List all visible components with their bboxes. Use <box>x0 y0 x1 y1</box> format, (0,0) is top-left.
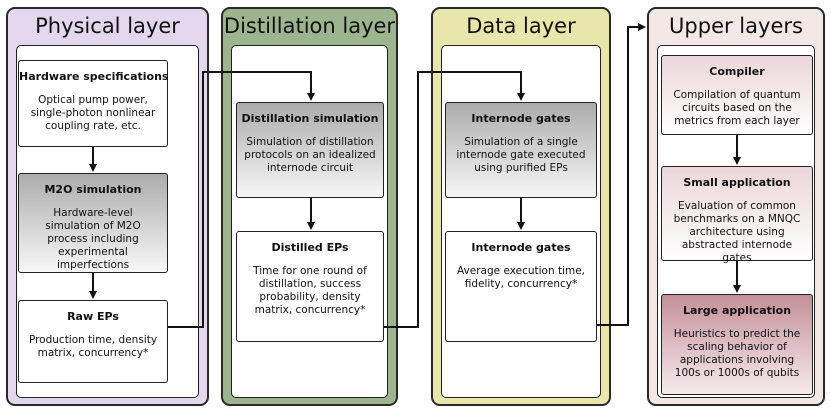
hardware-specifications-title: Hardware specifications <box>19 70 169 83</box>
internode-gates-metrics-body: Average execution time, fidelity, concur… <box>456 265 586 290</box>
data-layer-panel: Data layer <box>431 7 611 406</box>
hardware-specifications-body: Optical pump power, single-photon nonlin… <box>30 94 156 132</box>
data-layer-content <box>441 45 601 398</box>
m2o-simulation-box: M2O simulation Hardware-level simulation… <box>18 173 168 273</box>
upper-layers-title: Upper layers <box>669 14 803 38</box>
small-application-body: Evaluation of common benchmarks on a MNQ… <box>673 200 801 264</box>
distillation-layer-content <box>231 45 388 398</box>
small-application-box: Small application Evaluation of common b… <box>661 166 813 264</box>
distilled-eps-body: Time for one round of distillation, succ… <box>253 265 367 316</box>
compiler-body: Compilation of quantum circuits based on… <box>673 89 801 127</box>
raw-eps-box: Raw EPs Production time, density matrix,… <box>18 300 168 383</box>
large-application-body: Heuristics to predict the scaling behavi… <box>673 328 801 379</box>
physical-layer-title: Physical layer <box>35 14 180 38</box>
m2o-simulation-body: Hardware-level simulation of M2O process… <box>45 207 141 271</box>
internode-gates-metrics-box: Internode gates Average execution time, … <box>445 231 597 342</box>
compiler-box: Compiler Compilation of quantum circuits… <box>661 55 813 135</box>
raw-eps-title: Raw EPs <box>67 310 119 323</box>
compiler-title: Compiler <box>709 65 765 78</box>
internode-gates-simulation-box: Internode gates Simulation of a single i… <box>445 102 597 198</box>
m2o-simulation-title: M2O simulation <box>44 183 142 196</box>
distillation-layer-panel: Distillation layer <box>221 7 398 406</box>
distilled-eps-box: Distilled EPs Time for one round of dist… <box>236 231 384 342</box>
distillation-simulation-body: Simulation of distillation protocols on … <box>244 136 376 174</box>
large-application-box: Large application Heuristics to predict … <box>661 294 813 395</box>
distilled-eps-title: Distilled EPs <box>271 241 349 254</box>
internode-gates-simulation-body: Simulation of a single internode gate ex… <box>456 136 586 174</box>
distillation-layer-title: Distillation layer <box>223 14 396 38</box>
large-application-title: Large application <box>682 304 792 317</box>
internode-gates-metrics-title: Internode gates <box>471 241 571 254</box>
hardware-specifications-box: Hardware specifications Optical pump pow… <box>18 60 168 147</box>
data-layer-title: Data layer <box>466 14 576 38</box>
internode-gates-simulation-title: Internode gates <box>471 112 571 125</box>
small-application-title: Small application <box>683 176 791 189</box>
distillation-simulation-title: Distillation simulation <box>241 112 379 125</box>
distillation-simulation-box: Distillation simulation Simulation of di… <box>236 102 384 198</box>
raw-eps-body: Production time, density matrix, concurr… <box>28 334 158 359</box>
